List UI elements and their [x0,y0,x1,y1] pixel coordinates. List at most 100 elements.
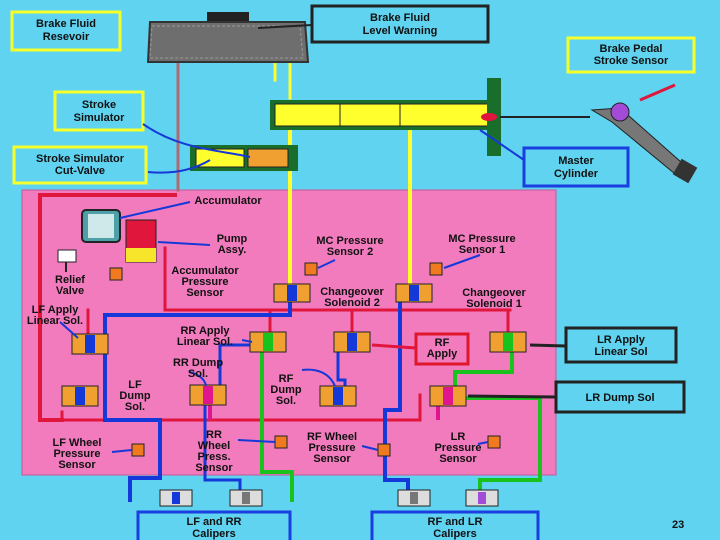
pump-assy [125,219,157,263]
lf-circuit-line [103,298,292,502]
lf-apply-linear-sol-label-line: LF Apply [32,304,80,316]
lr-dump-valve [429,385,467,407]
lr-green-line [453,350,542,502]
rf-wheel-pressure-sensor-label-line: Pressure [308,442,355,454]
rr-dump-arrow [189,371,207,387]
rr-apply-linear-sol-label-line: Linear Sol. [177,336,233,348]
lr-apply-arrow [529,343,567,348]
accumulator-line [38,193,64,422]
rf-wheel-sensor-arrow [361,445,379,451]
lr-dump-arrow [467,394,557,399]
lf-wheel-pressure-sensor [131,443,145,457]
brake-fluid-reservoir [146,12,310,63]
rr-green-line [260,343,294,502]
brake-pedal-stroke-sensor-label-line: Brake Pedal [600,43,663,55]
lf-dump-sol-label-line: Sol. [125,401,145,413]
changeover-solenoid-1-label-line: Changeover [462,287,526,299]
page-number: 23 [672,519,684,531]
rr-wheel-pressure-sensor [274,435,288,449]
master-cylinder-arrow [479,129,525,161]
lf-dump-sol-label-line: Dump [119,390,150,402]
lr-apply-valve [489,331,527,353]
lf-wheel-sensor-arrow [111,449,133,453]
mc-pressure-sensor-2-label-line: MC Pressure [316,235,383,247]
lf-and-rr-calipers-label-line: LF and RR [187,516,242,528]
rr-dump-valve [189,384,227,406]
lr-pressure-sensor-label-line: LR [451,431,466,443]
lf-caliper [159,489,193,507]
stroke-simulator-cut-valve-label-line: Stroke Simulator [36,153,125,165]
rf-apply-label-box [414,332,470,366]
brake-pedal-stroke-sensor-label-line: Stroke Sensor [594,55,669,67]
lf-dump-sol-label-line: LF [128,379,142,391]
rr-wheel-press-sensor-label-line: Press. [197,451,230,463]
lr-dump-sol-label: LR Dump Sol [585,392,654,404]
rf-caliper [397,489,431,507]
lr-dump-sol-label-line: LR Dump Sol [585,392,654,404]
level-warning-label-box [310,4,490,44]
lr-apply-linear-sol-label-line: Linear Sol [594,346,647,358]
pump-arrow [157,241,211,246]
lf-wheel-pressure-sensor-label-line: Sensor [58,459,96,471]
accumulator-pressure-sensor-label-line: Accumulator [171,265,239,277]
pump-assy-label-line: Assy. [218,244,247,256]
lf-wheel-pressure-sensor-label-line: LF Wheel [53,437,102,449]
master-cylinder [270,78,590,156]
mc-pressure-sensor-1-label-line: Sensor 1 [459,244,505,256]
rr-dump-sol-label-line: RR Dump [173,357,223,369]
rf-apply-label-line: RF [435,337,450,349]
rf-dump-valve [319,385,357,407]
mc-sensor-2-arrow [317,259,336,269]
changeover-solenoid-2 [273,283,311,303]
lf-dump-valve [61,385,99,407]
accumulator-label: Accumulator [194,195,262,207]
rf-apply-arrow [371,343,417,350]
stroke-simulator-arrow [142,123,251,158]
relief-valve-label-line: Relief [55,274,85,286]
rr-apply-valve [249,331,287,353]
rr-dump-sol-label-line: Sol. [188,368,208,380]
stroke-simulator-cut-valve-label-line: Cut-Valve [55,165,105,177]
accumulator-arrow [119,201,191,219]
reservoir-label-box [10,10,122,52]
stroke-simulator-label-box [53,90,145,132]
pedal-arrow [639,83,676,102]
brake-fluid-reservoir-label-line: Brake Fluid [36,18,96,30]
accumulator [81,209,121,243]
brake-fluid-level-warning-label-line: Brake Fluid [370,12,430,24]
mc-pressure-sensor-2-label-line: Sensor 2 [327,246,373,258]
cut-valve-label-box [12,145,148,185]
accumulator-pressure-sensor [109,267,123,281]
master-cylinder-label-line: Master [558,155,594,167]
label-boxes [10,4,696,540]
lr-pressure-sensor-label-line: Pressure [434,442,481,454]
rf-lr-calipers-label-box [370,510,540,540]
master-cylinder-label-line: Cylinder [554,168,599,180]
rf-dump-sol-label-line: Dump [270,384,301,396]
changeover-solenoid-1 [395,283,433,303]
accumulator-pressure-sensor-label-line: Pressure [181,276,228,288]
rr-wheel-sensor-arrow [237,439,276,443]
rf-wheel-pressure-sensor [377,443,391,457]
